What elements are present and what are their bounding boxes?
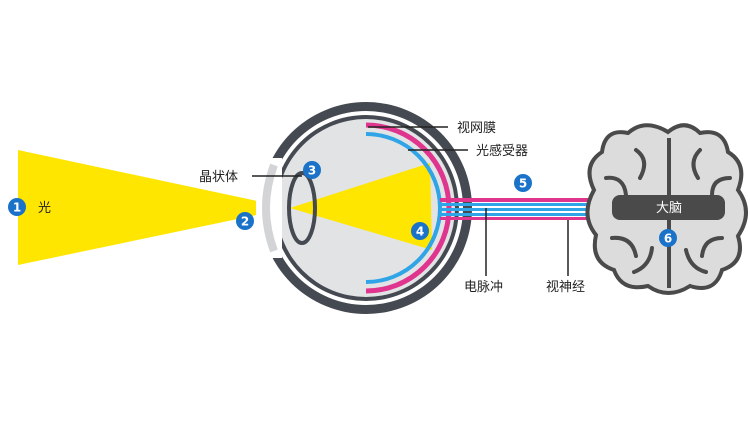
marker-5: 5 xyxy=(514,174,532,192)
marker-3-text: 3 xyxy=(308,164,316,178)
marker-4: 4 xyxy=(411,222,429,240)
marker-5-text: 5 xyxy=(519,177,527,191)
optic-nerve-blue-2 xyxy=(440,208,620,211)
marker-4-text: 4 xyxy=(416,225,424,239)
cornea xyxy=(262,163,278,253)
brain-fold-3 xyxy=(691,148,702,180)
optic-nerve-blue-3 xyxy=(440,213,620,216)
optic-nerve-blue-1 xyxy=(440,203,620,206)
marker-6-text: 6 xyxy=(664,232,672,246)
marker-6: 6 xyxy=(659,229,677,247)
label-optic-nerve: 视神经 xyxy=(546,280,585,295)
marker-1-text: 1 xyxy=(13,201,21,215)
optic-nerve-pink-bottom xyxy=(440,217,620,220)
label-light: 光 xyxy=(38,201,51,216)
optic-nerve-pink-top xyxy=(440,198,620,202)
brain-fold-2 xyxy=(604,175,628,197)
label-nerve-impulse: 电脉冲 xyxy=(464,280,503,295)
marker-2-text: 2 xyxy=(241,215,249,229)
marker-3: 3 xyxy=(303,161,321,179)
brain-fold-1 xyxy=(634,148,647,180)
brain-fold-4 xyxy=(710,176,732,197)
label-photoreceptors: 光感受器 xyxy=(476,143,528,159)
lens xyxy=(287,171,317,245)
photoreceptors-layer xyxy=(365,132,442,284)
brain-fold-7 xyxy=(700,236,724,258)
label-retina: 视网膜 xyxy=(457,121,496,136)
brain-band xyxy=(612,195,725,220)
label-lens: 晶状体 xyxy=(199,170,238,185)
marker-2: 2 xyxy=(236,212,254,230)
light-beam-incoming xyxy=(18,150,290,265)
brain-label: 大脑 xyxy=(656,201,682,216)
brain-fold-6 xyxy=(632,246,654,274)
brain-fold-8 xyxy=(684,248,708,274)
light-beam-refracted xyxy=(290,163,432,250)
brain-fold-5 xyxy=(610,235,638,258)
marker-1: 1 xyxy=(8,198,26,216)
brain: 大脑 xyxy=(585,123,748,295)
